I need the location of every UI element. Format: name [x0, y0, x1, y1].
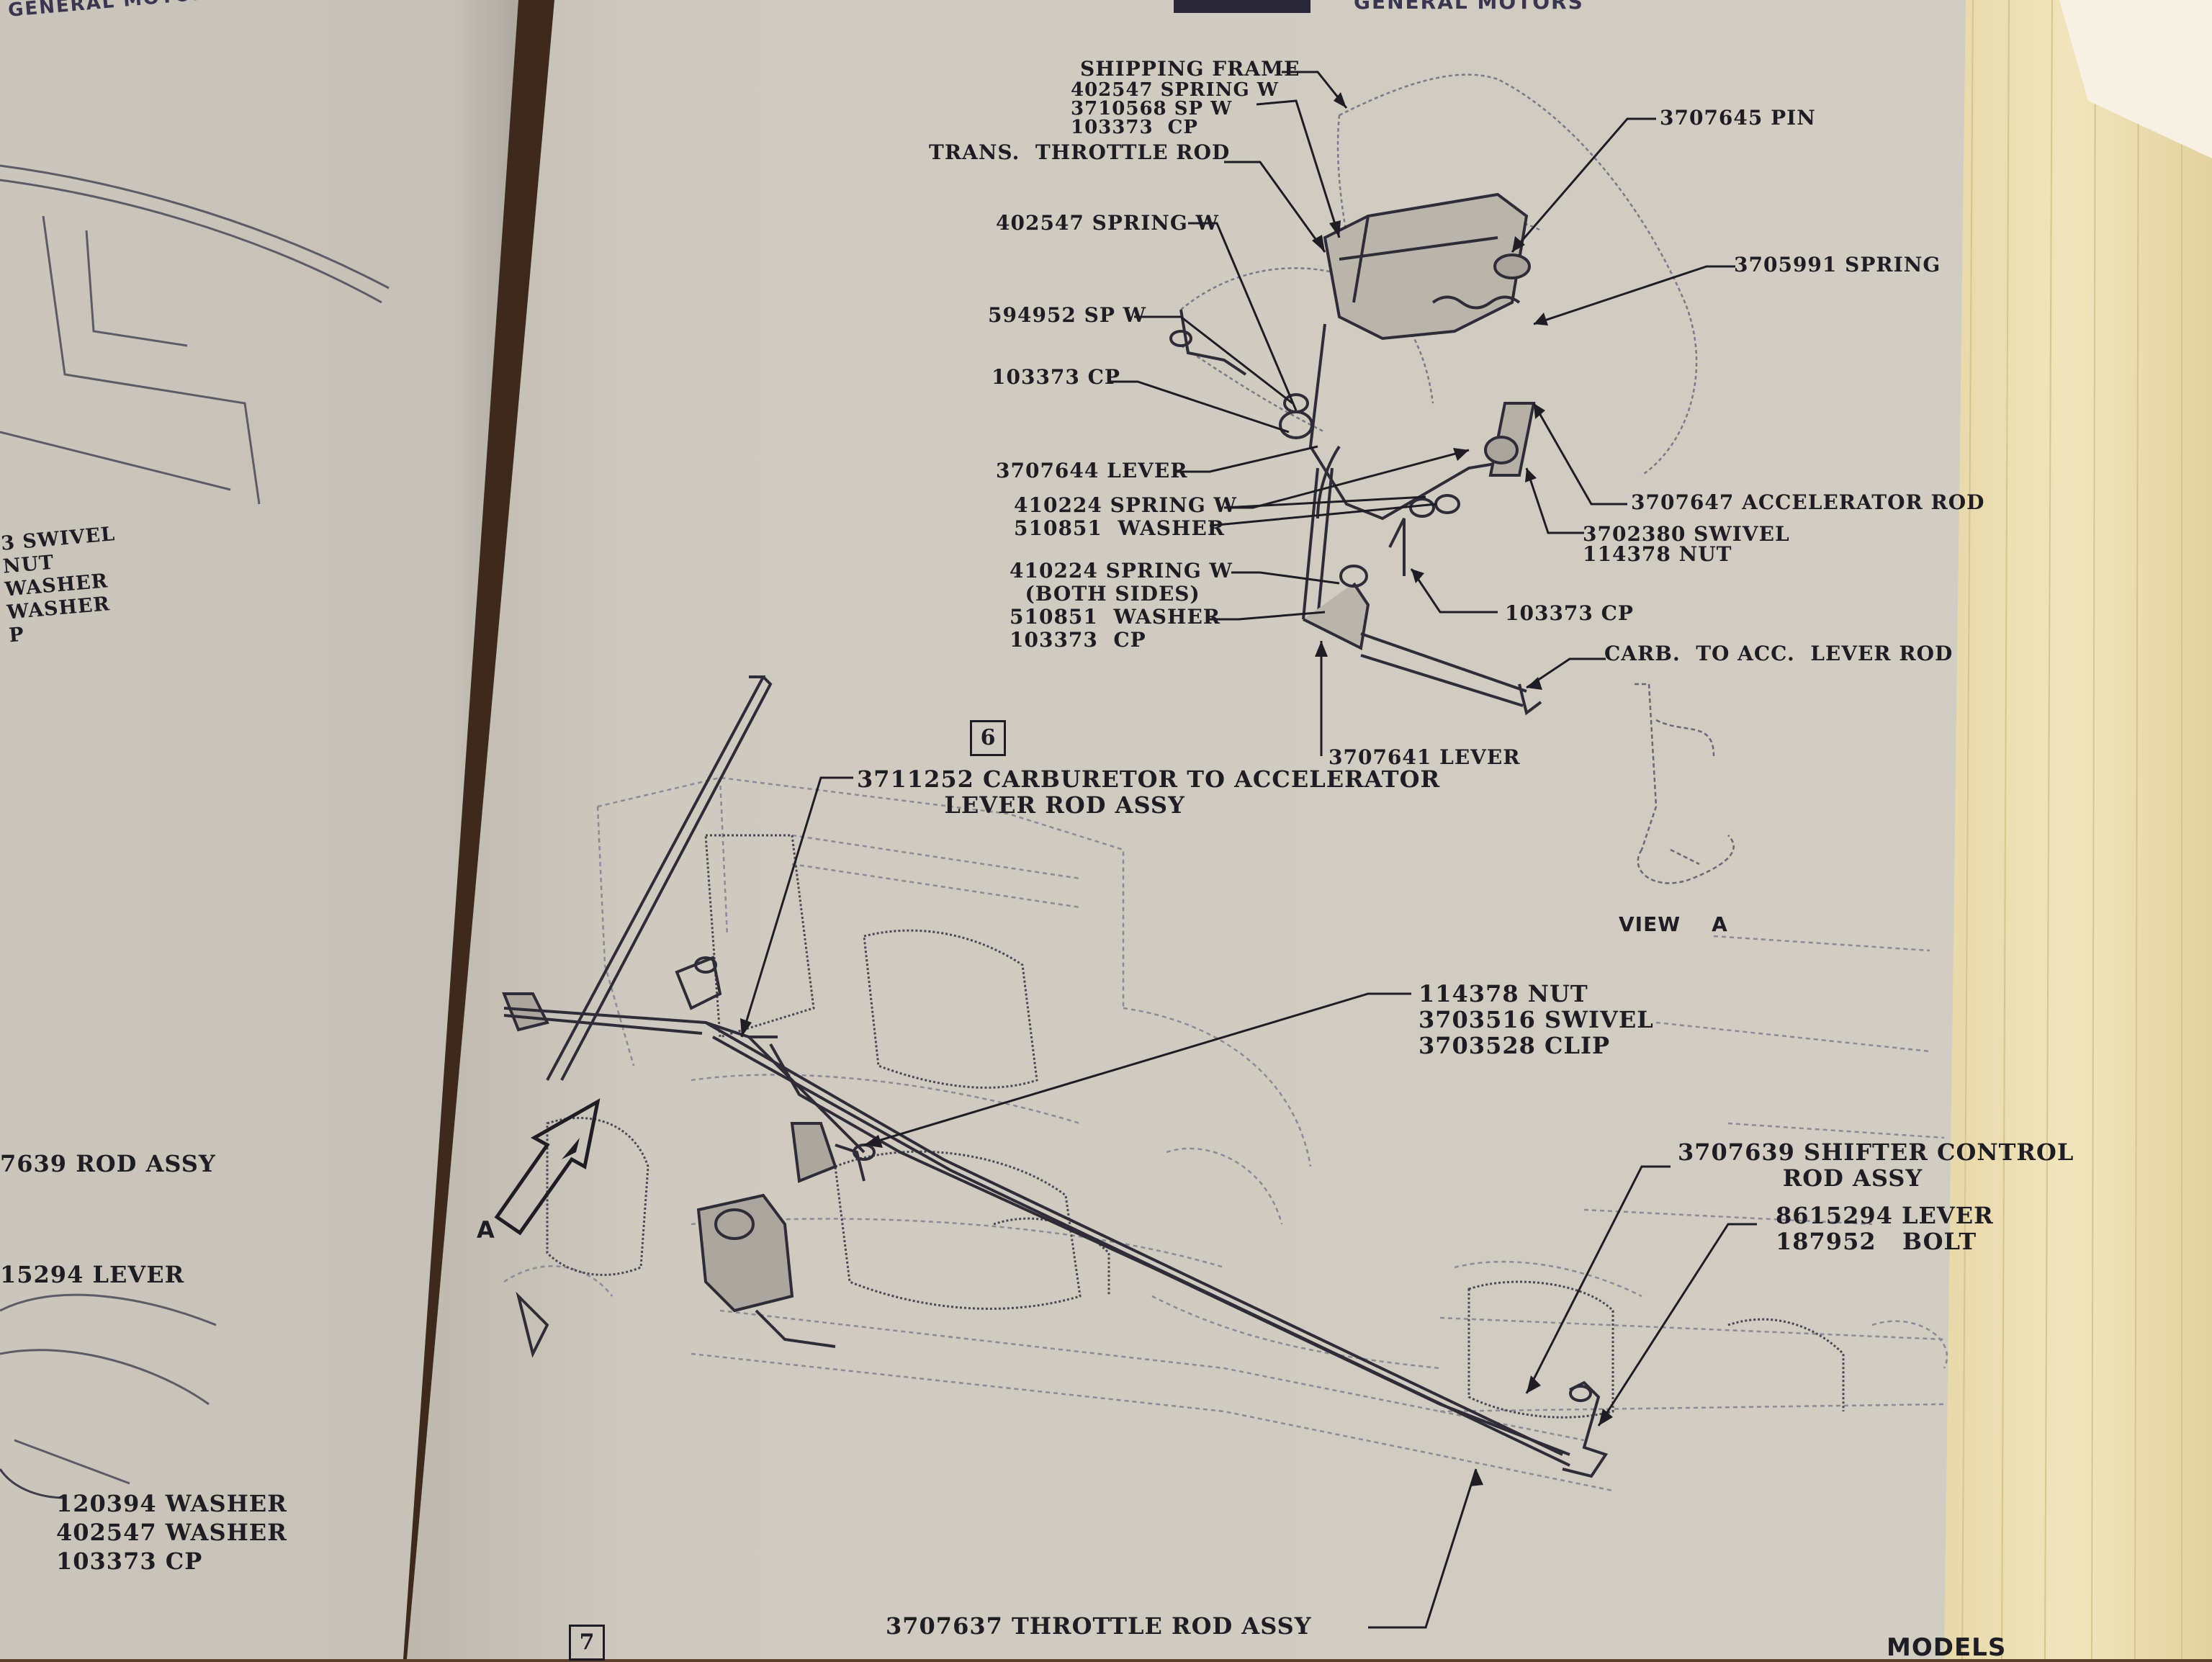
label-spring-group: 402547 SPRING W 3710568 SP W 103373 CP	[1071, 79, 1279, 138]
left-label-swivel-group: 3 SWIVEL NUT WASHER WASHER P	[0, 523, 117, 647]
left-page-diagram	[0, 164, 390, 1485]
page-corner	[2059, 0, 2212, 158]
label-view-a: VIEW A	[1619, 912, 1728, 936]
label-spring-w-402547: 402547 SPRING W	[996, 211, 1219, 235]
right-page	[407, 0, 1966, 1659]
label-throttle-rod-assy: 3707637 THROTTLE ROD ASSY	[886, 1612, 1312, 1640]
footer-models: MODELS	[1887, 1633, 2007, 1662]
lower-rods	[503, 1007, 1570, 1467]
label-sp-w-594952: 594952 SP W	[988, 303, 1147, 327]
engine-ghost	[503, 776, 1948, 1492]
upper-linkage	[1169, 192, 1542, 716]
carburetor	[516, 1122, 876, 1358]
figure-number-7: 7	[569, 1625, 605, 1661]
label-trans-throttle-rod: TRANS. THROTTLE ROD	[929, 140, 1231, 164]
label-nut-swivel-clip: 114378 NUT 3703516 SWIVEL 3703528 CLIP	[1419, 980, 1654, 1059]
label-lever-bolt: 8615294 LEVER 187952 BOLT	[1776, 1202, 1994, 1255]
label-shipping-frame: SHIPPING FRAME	[1080, 57, 1300, 81]
label-spring-both-sides: 410224 SPRING W (BOTH SIDES) 510851 WASH…	[1010, 559, 1233, 652]
label-carb-acc-lever-rod: CARB. TO ACC. LEVER ROD	[1604, 642, 1954, 665]
left-label-lever: 15294 LEVER	[0, 1261, 185, 1288]
label-accelerator-rod: 3707647 ACCELERATOR ROD	[1631, 490, 1985, 514]
left-page	[0, 0, 533, 1659]
lower-leaders	[740, 776, 1757, 1629]
label-spring-3705991: 3705991 SPRING	[1734, 253, 1941, 277]
label-spring-washer-a: 410224 SPRING W 510851 WASHER	[1014, 493, 1237, 540]
label-lever-3707644: 3707644 LEVER	[996, 459, 1188, 482]
left-label-rod-assy: 7639 ROD ASSY	[0, 1150, 216, 1177]
left-page-leaders	[0, 1468, 66, 1499]
page-edges	[1930, 0, 2212, 1659]
label-shifter-control: 3707639 SHIFTER CONTROL ROD ASSY	[1678, 1138, 2074, 1192]
right-page-header: GENERAL MOTORS	[1354, 0, 1584, 14]
upper-arrowheads	[1312, 92, 1548, 690]
page-edge-lines	[1961, 0, 2182, 1659]
shifter-lever	[1562, 1380, 1609, 1478]
label-pin-3707645: 3707645 PIN	[1660, 106, 1816, 130]
left-label-washer-group: 120394 WASHER 402547 WASHER 103373 CP	[56, 1490, 287, 1575]
label-cp-103373-a: 103373 CP	[992, 365, 1120, 389]
steering-column	[502, 675, 773, 1081]
gm-logo-mark	[1174, 0, 1310, 13]
label-swivel-nut: 3702380 SWIVEL 114378 NUT	[1583, 522, 1790, 566]
engine-block	[546, 834, 1845, 1419]
figure-number-6: 6	[970, 720, 1006, 756]
view-a-arrow	[494, 1098, 601, 1236]
label-carb-rod-assy: 3711252 CARBURETOR TO ACCELERATOR LEVER …	[857, 765, 1441, 819]
label-lever-3707641: 3707641 LEVER	[1328, 745, 1521, 769]
label-cp-103373-b: 103373 CP	[1505, 601, 1634, 625]
lower-arrowheads	[740, 1018, 1613, 1486]
label-arrow-a: A	[477, 1216, 495, 1244]
upper-leaders	[1109, 71, 1735, 756]
view-a-sketch	[1635, 683, 1735, 884]
